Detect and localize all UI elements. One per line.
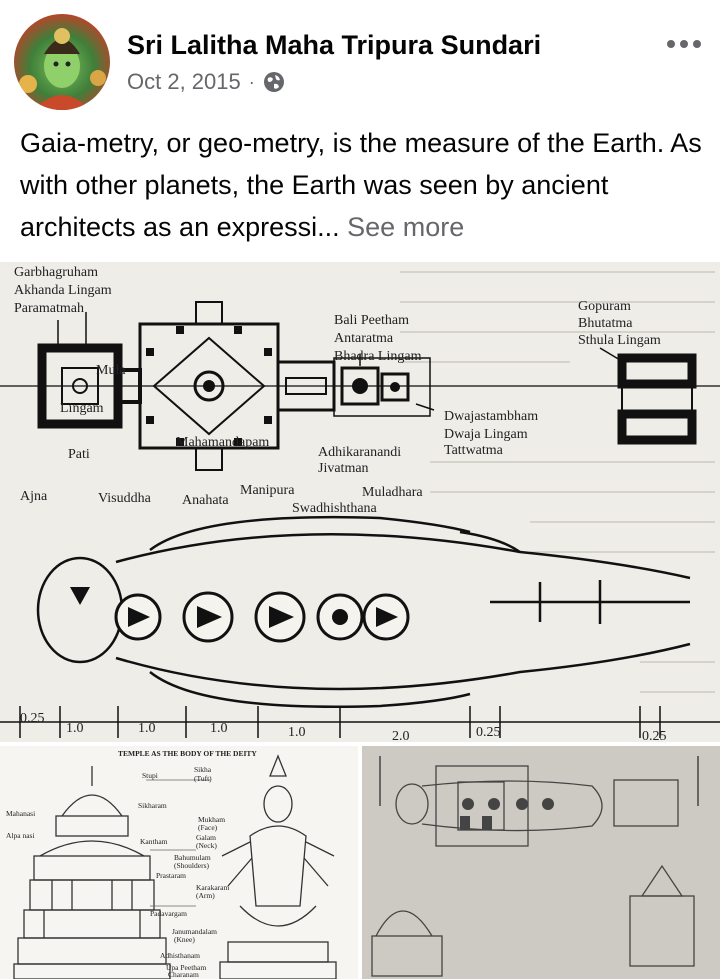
- label-lingam: Lingam: [60, 401, 104, 416]
- left-title: TEMPLE AS THE BODY OF THE DEITY: [118, 749, 257, 758]
- left-karakaram-sub: (Arm): [196, 891, 215, 900]
- label-ajna: Ajna: [20, 489, 48, 504]
- left-bahumulam-sub: (Shoulders): [174, 861, 209, 870]
- post-text: Gaia-metry, or geo-metry, is the measure…: [20, 122, 710, 248]
- post-date[interactable]: Oct 2, 2015: [127, 69, 241, 94]
- left-janumandalam: Janumandalam: [172, 927, 217, 936]
- left-upa: Upa Peetham: [166, 963, 206, 972]
- left-sikha: Sikha: [194, 765, 212, 774]
- scale-label-6: 2.0: [392, 729, 410, 742]
- left-galam-sub: (Neck): [196, 841, 217, 850]
- left-stupi: Stupi: [142, 771, 158, 780]
- label-akhanda: Akhanda Lingam: [14, 283, 112, 298]
- scale-label-2: 1.0: [66, 721, 84, 736]
- label-bali: Bali Peetham: [334, 313, 409, 328]
- left-mukham-sub: (Face): [198, 823, 218, 832]
- label-visuddha: Visuddha: [98, 491, 152, 506]
- page-avatar[interactable]: [14, 14, 110, 110]
- label-garbhagruham: Garbhagruham: [14, 265, 98, 280]
- left-sikha-sub: (Tuft): [194, 774, 212, 783]
- label-anahata: Anahata: [182, 493, 229, 508]
- scale-label-1: 0.25: [20, 711, 45, 726]
- left-prastaram: Prastaram: [156, 871, 186, 880]
- avatar-image: [19, 28, 106, 110]
- label-manipura: Manipura: [240, 483, 295, 498]
- left-padavargam: Padavargam: [150, 909, 187, 918]
- label-dwajastambham: Dwajastambham: [444, 409, 538, 424]
- left-karakaram: Karakaram: [196, 883, 229, 892]
- scale-label-8: 0.25: [642, 729, 667, 742]
- more-options-icon[interactable]: [660, 28, 708, 60]
- left-kantham: Kantham: [140, 837, 168, 846]
- left-adhisthanam: Adhisthanam: [160, 951, 200, 960]
- label-paramatmah: Paramatmah: [14, 301, 84, 316]
- page-name-link[interactable]: Sri Lalitha Maha Tripura Sundari: [127, 30, 542, 60]
- label-sthula: Sthula Lingam: [578, 333, 661, 348]
- label-gopuram: Gopuram: [578, 299, 631, 314]
- left-galam: Galam: [196, 833, 216, 842]
- scale-label-3: 1.0: [138, 721, 156, 736]
- see-more-link[interactable]: See more: [347, 212, 465, 242]
- meta-separator: ·: [248, 71, 255, 92]
- label-pati: Pati: [68, 447, 90, 462]
- scale-label-5: 1.0: [288, 725, 306, 740]
- label-antaratma: Antaratma: [334, 331, 394, 346]
- label-mula: Mula: [96, 363, 126, 378]
- left-sikharam: Sikharam: [138, 801, 167, 810]
- scale-label-4: 1.0: [210, 721, 228, 736]
- label-jivatman: Jivatman: [318, 461, 369, 476]
- photo-temple-sketch[interactable]: [362, 746, 720, 979]
- left-alpanasi: Alpa nasi: [6, 831, 35, 840]
- globe-icon[interactable]: [263, 71, 285, 93]
- label-mahamandapam: Mahamandapam: [176, 435, 269, 450]
- left-charanam: Charanam: [168, 970, 199, 979]
- label-dwaja-lingam: Dwaja Lingam: [444, 427, 528, 442]
- post-body: Gaia-metry, or geo-metry, is the measure…: [20, 128, 702, 242]
- photo-temple-deity[interactable]: TEMPLE AS THE BODY OF THE DEITY Stupi Si…: [0, 746, 358, 979]
- label-swadhishthana: Swadhishthana: [292, 501, 378, 516]
- post-meta: Oct 2, 2015 ·: [127, 68, 285, 96]
- label-tattwatma: Tattwatma: [444, 443, 504, 458]
- label-muladhara: Muladhara: [362, 485, 423, 500]
- left-mahanasi: Mahanasi: [6, 809, 35, 818]
- photo-temple-body-plan[interactable]: Garbhagruham Akhanda Lingam Paramatmah M…: [0, 262, 720, 742]
- scale-label-7: 0.25: [476, 725, 501, 740]
- photo-grid: Garbhagruham Akhanda Lingam Paramatmah M…: [0, 262, 720, 979]
- left-janumandalam-sub: (Knee): [174, 935, 195, 944]
- label-bhutatma: Bhutatma: [578, 316, 633, 331]
- post-header: Sri Lalitha Maha Tripura Sundari Oct 2, …: [0, 0, 720, 118]
- label-bhadra: Bhadra Lingam: [334, 349, 422, 364]
- left-bahumulam: Bahumulam: [174, 853, 211, 862]
- left-mukham: Mukham: [198, 815, 225, 824]
- label-adhikaranandi: Adhikaranandi: [318, 445, 401, 460]
